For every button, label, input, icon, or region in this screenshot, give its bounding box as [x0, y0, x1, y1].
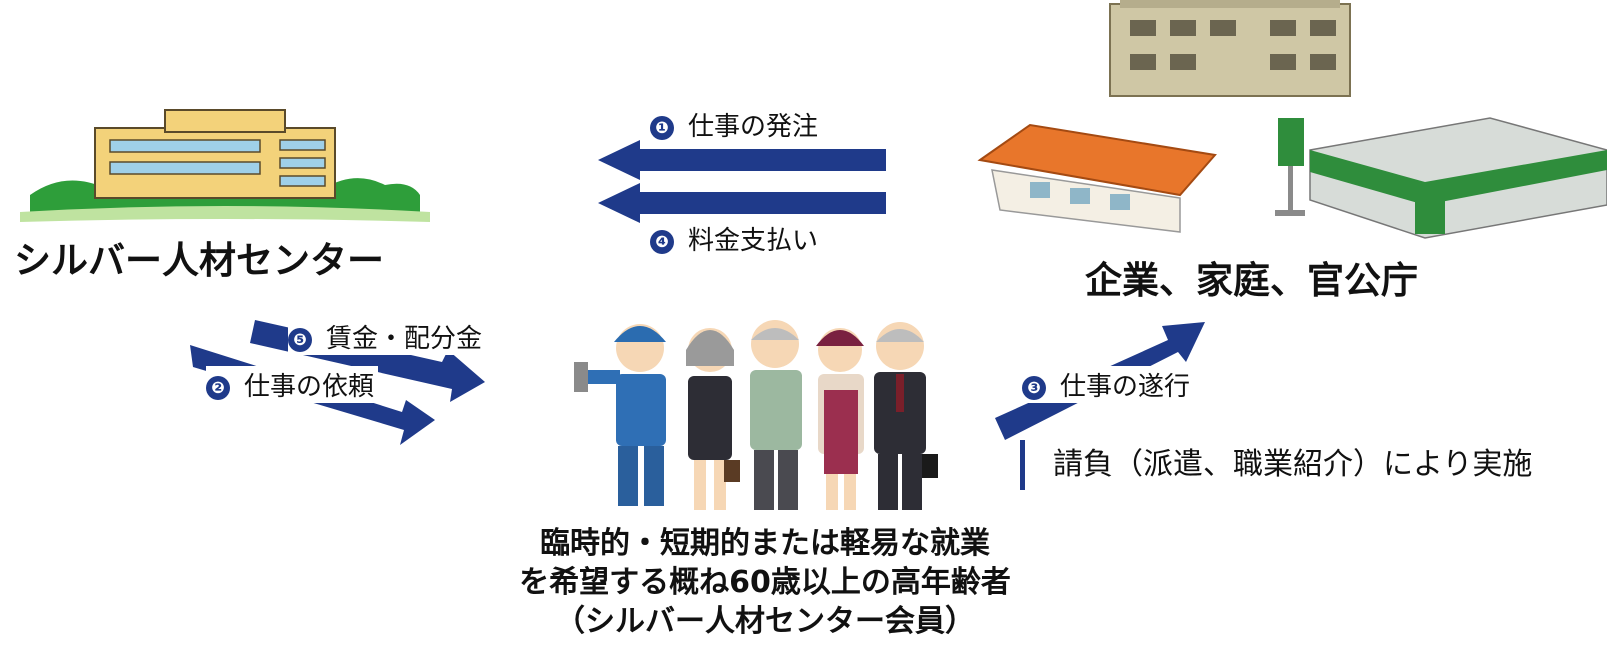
- step-5-badge: ❺: [288, 328, 312, 352]
- order-arrow: [598, 140, 886, 180]
- clients-title: 企業、家庭、官公庁: [1085, 259, 1418, 302]
- implementation-note: 請負（派遣、職業紹介）により実施: [1020, 440, 1532, 490]
- payment-arrow: [598, 183, 886, 223]
- step-4-badge: ❹: [650, 230, 674, 254]
- members-caption-line3: （シルバー人材センター会員）: [555, 604, 975, 639]
- step-1-badge: ❶: [650, 116, 674, 140]
- members-caption: 臨時的・短期的または軽易な就業 を希望する概ね60歳以上の高年齢者 （シルバー人…: [440, 524, 1090, 641]
- step-2-badge: ❷: [206, 376, 230, 400]
- step-3-badge: ❸: [1022, 376, 1046, 400]
- members-caption-line1: 臨時的・短期的または軽易な就業: [540, 526, 990, 561]
- silver-center-title: シルバー人材センター: [14, 239, 384, 282]
- clients-buildings-icon: [977, 0, 1607, 239]
- members-caption-line2: を希望する概ね60歳以上の高年齢者: [519, 565, 1011, 600]
- senior-members-illustration: [574, 320, 938, 510]
- silver-center-building-icon: [20, 109, 430, 222]
- work-execution-arrow: [995, 322, 1205, 440]
